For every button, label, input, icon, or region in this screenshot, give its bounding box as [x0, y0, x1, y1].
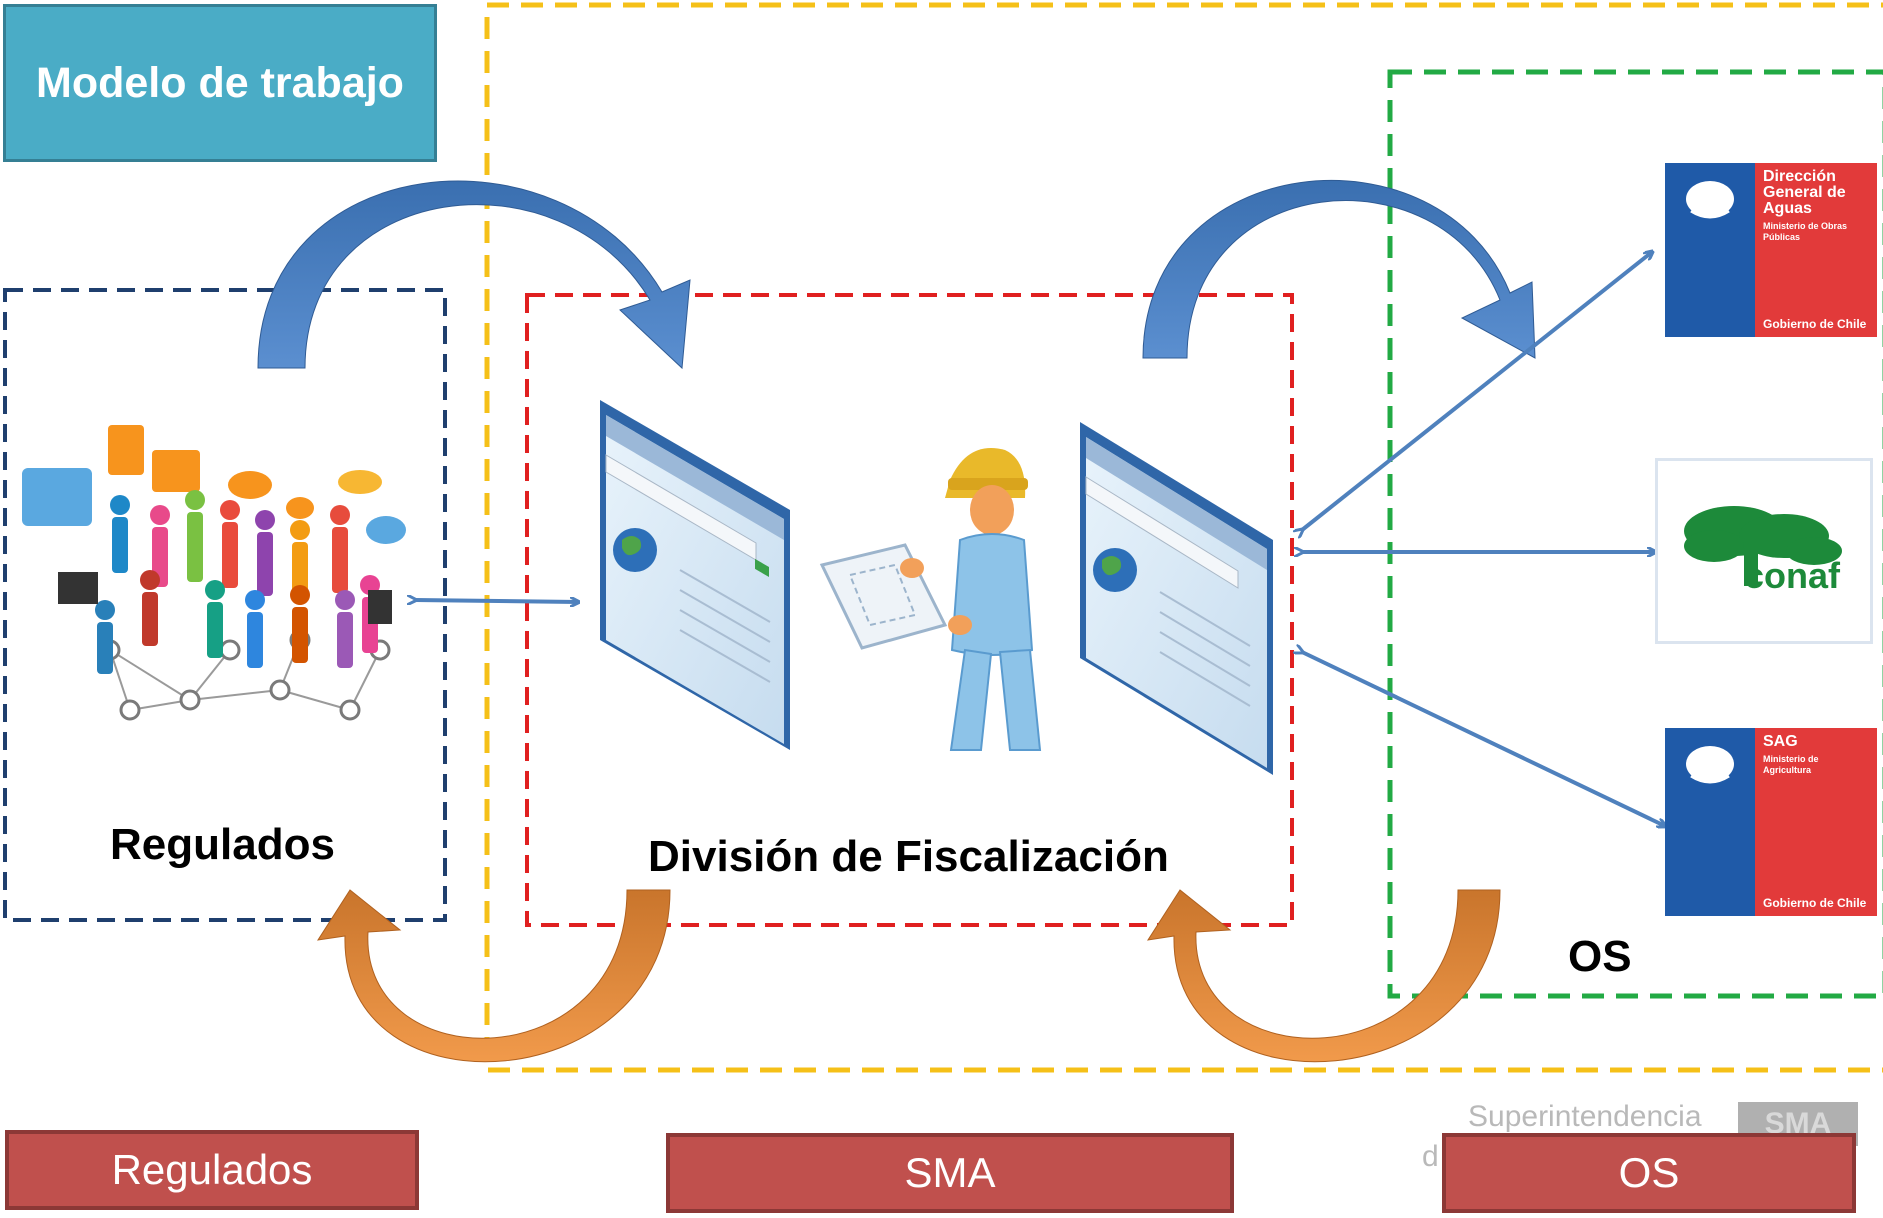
- left-web-screen-icon: [600, 400, 790, 750]
- watermark-line2: d: [1422, 1140, 1439, 1173]
- connector-screen-dga: [1302, 252, 1652, 530]
- os-node-label: OS: [1568, 932, 1632, 981]
- regulados-boundary: [3, 288, 447, 922]
- connector-regulados-left-screen: [415, 600, 578, 602]
- diagram-title: Modelo de trabajo: [3, 4, 437, 162]
- right-web-screen-icon: [1080, 422, 1273, 775]
- dga-sub-line2: Públicas: [1763, 232, 1801, 242]
- division-boundary: [525, 293, 1294, 927]
- sma-boundary: [484, 2, 1883, 1073]
- sag-sub-line2: Agricultura: [1763, 765, 1812, 775]
- chile-crest-icon: [1686, 746, 1734, 784]
- dga-title-line2: General de: [1763, 184, 1846, 201]
- dga-gov-label: Gobierno de Chile: [1763, 317, 1867, 331]
- conaf-tree-icon: conaf: [1684, 506, 1842, 596]
- division-node-label: División de Fiscalización: [648, 832, 1169, 881]
- footer-os: OS: [1442, 1133, 1856, 1213]
- people-network-illustration: [22, 425, 406, 721]
- os-boundary: [1387, 69, 1883, 999]
- footer-sma: SMA: [666, 1133, 1234, 1213]
- arrow-os-to-division: [1146, 889, 1501, 1063]
- arrow-division-to-os: [1142, 179, 1536, 359]
- arrow-division-to-regulados: [316, 889, 671, 1063]
- sag-gov-label: Gobierno de Chile: [1763, 896, 1867, 910]
- conaf-logo: conaf: [1655, 458, 1873, 644]
- connector-screen-sag: [1302, 652, 1665, 826]
- footer-regulados: Regulados: [5, 1130, 419, 1210]
- conaf-wordmark: conaf: [1744, 555, 1841, 596]
- dga-sub-line1: Ministerio de Obras: [1763, 221, 1848, 231]
- dga-title-line1: Dirección: [1763, 168, 1836, 185]
- sag-sub-line1: Ministerio de: [1763, 754, 1819, 764]
- chile-crest-icon: [1686, 181, 1734, 219]
- regulados-node-label: Regulados: [110, 820, 335, 869]
- dga-logo: Dirección General de Aguas Ministerio de…: [1665, 163, 1877, 337]
- arrow-regulados-to-division: [257, 180, 691, 370]
- watermark-line1: Superintendencia: [1468, 1100, 1702, 1133]
- sag-title: SAG: [1763, 733, 1798, 750]
- dga-title-line3: Aguas: [1763, 200, 1812, 217]
- engineer-illustration: [819, 448, 1042, 751]
